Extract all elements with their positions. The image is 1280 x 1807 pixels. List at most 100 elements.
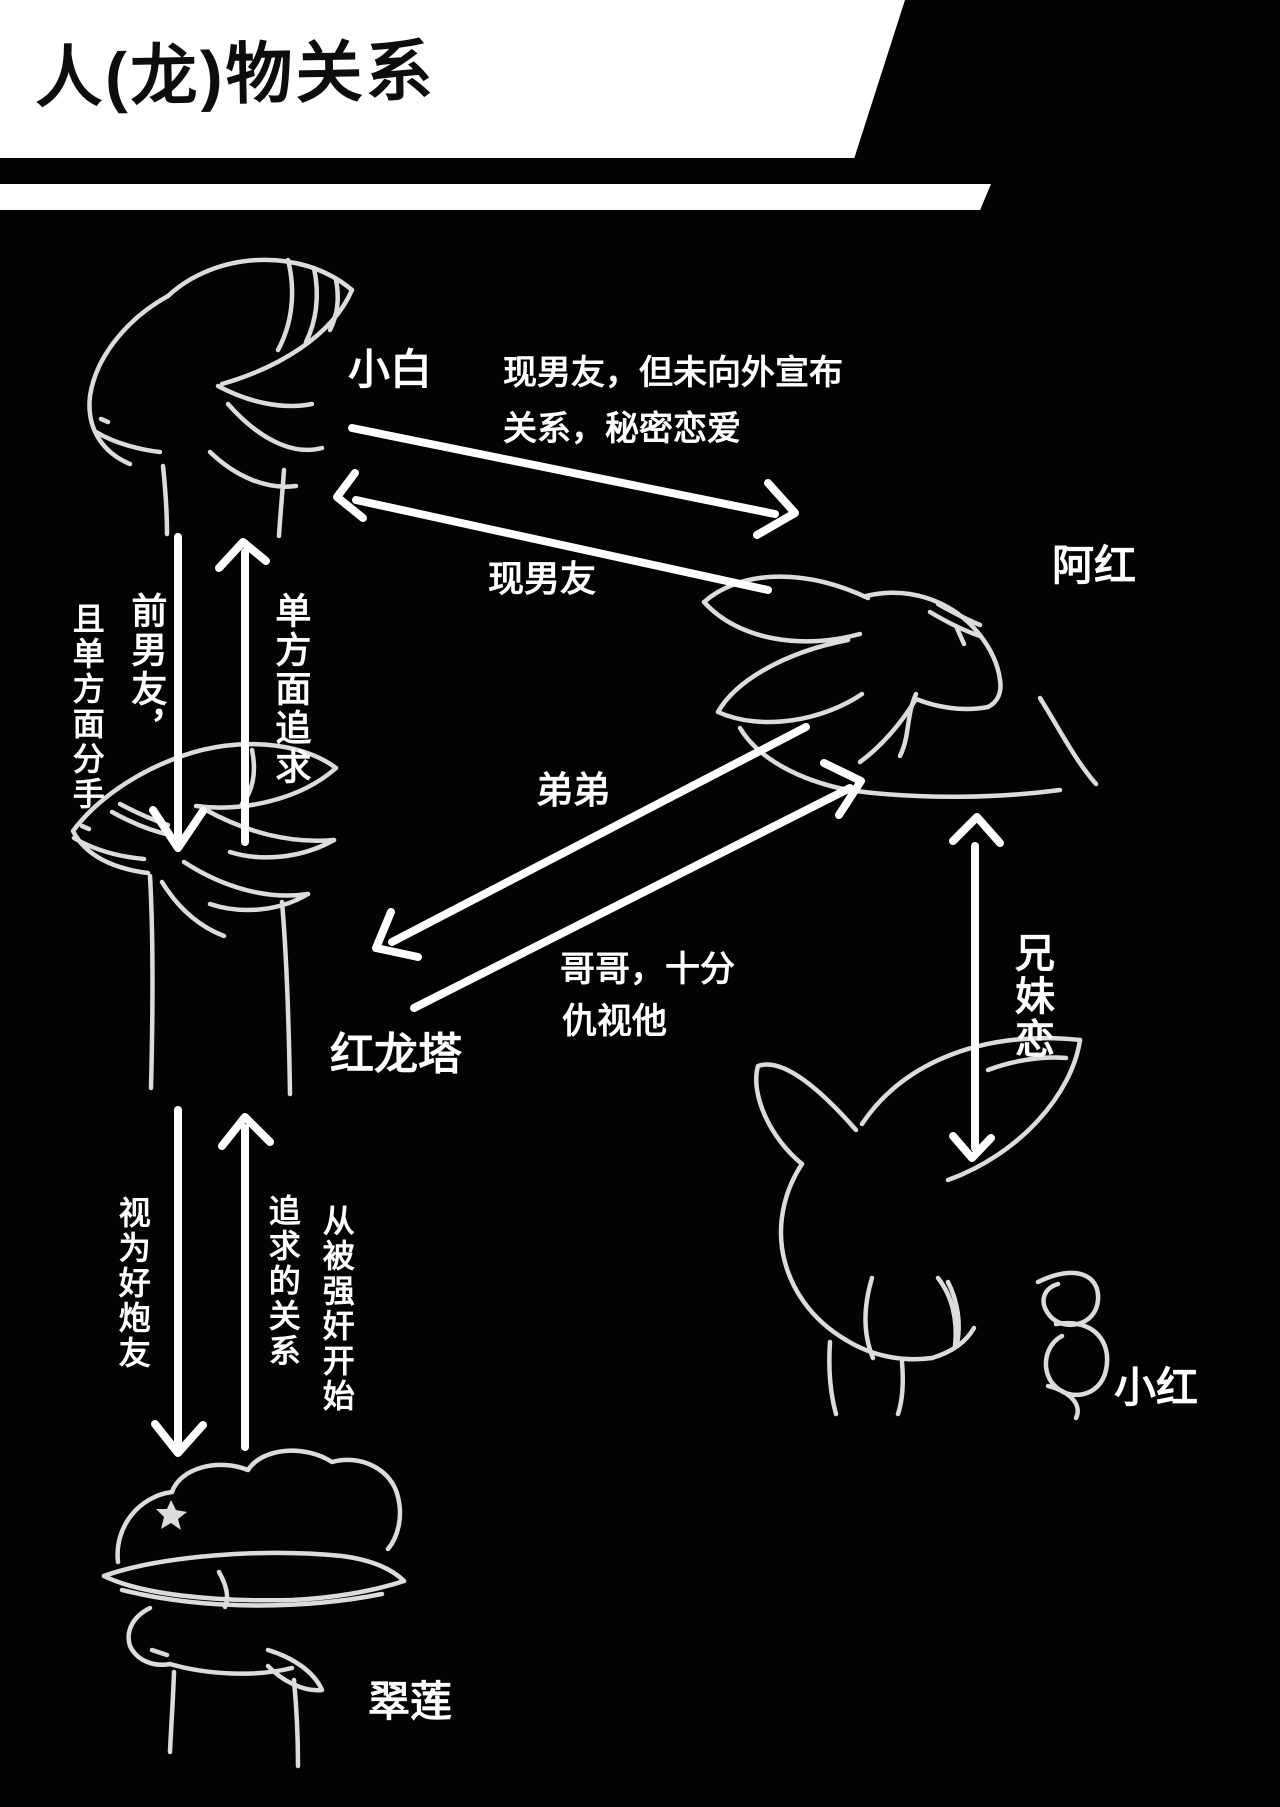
xiaobai-horn-stripe [303, 265, 320, 345]
honglongta-frill [159, 879, 227, 939]
xiaobai-horn-stripe [327, 277, 340, 333]
rel-ex-boyfriend-col1: 前男友， [126, 592, 168, 748]
arrow-honglongta-to-cuilian [151, 1106, 207, 1457]
honglongta-neck [147, 873, 155, 1091]
rel-pursuit-origin-col-left: 追求的关系 [264, 1194, 301, 1369]
cuilian-neck [291, 1677, 301, 1769]
sketch-cuilian [101, 1448, 407, 1769]
arrow-shaft [410, 784, 854, 1012]
cuilian-eye [216, 1569, 230, 1610]
xiaohong-ear-inner [985, 1055, 1069, 1073]
honglongta-neck [279, 899, 293, 1097]
xiaohong-cheek [778, 1161, 849, 1343]
xiaobai-head [87, 293, 171, 467]
honglongta-head [70, 753, 185, 876]
cuilian-jaw [167, 1661, 295, 1676]
arrow-head [333, 469, 367, 522]
cuilian-ear [265, 1647, 325, 1693]
honglongta-crest [193, 765, 339, 810]
sketch-xiaobai [87, 257, 355, 539]
honglongta-crest [179, 741, 339, 771]
arrow-head [949, 813, 1004, 847]
cuilian-neck [167, 1669, 177, 1755]
ahong-eye [935, 601, 983, 628]
honglongta-mouth [71, 835, 147, 862]
arrow-ahong-xiaohong-siblings [949, 813, 1004, 1162]
arrow-head [218, 1113, 274, 1150]
cuilian-hat-top [115, 1448, 403, 1565]
arrow-xiaobai-to-ahong [348, 424, 799, 539]
rel-older-brother-line2: 仇视他 [562, 1002, 668, 1041]
xiaobai-frill [225, 401, 325, 453]
arrow-cuilian-to-honglongta [218, 1113, 274, 1451]
xiaohong-curl [1043, 1320, 1110, 1398]
arrow-xiaobai-to-honglongta [149, 533, 207, 852]
xiaobai-neck [160, 463, 170, 537]
cuilian-hat-brim [101, 1573, 407, 1603]
ahong-neck [737, 725, 851, 793]
sketch-xiaohong [754, 1035, 1110, 1421]
arrow-head [820, 759, 865, 819]
rel-secret-boyfriend-line2: 关系，秘密恋爱 [503, 410, 741, 448]
rel-one-sided-pursuit: 单方面追求 [270, 592, 312, 787]
xiaohong-chin [929, 1325, 977, 1361]
ahong-shoulder [1037, 695, 1099, 787]
arrow-head [215, 538, 270, 572]
cuilian-muzzle [126, 1605, 173, 1667]
arrow-ahong-to-xiaobai [333, 469, 772, 594]
xiaohong-mane [895, 1359, 906, 1417]
xiaobai-nostril [98, 416, 111, 425]
cuilian-mouth [149, 1647, 170, 1658]
arrow-shaft [352, 496, 772, 594]
arrow-ahong-to-honglongta [372, 723, 810, 961]
ahong-ear [701, 574, 871, 605]
arrow-head [149, 806, 207, 852]
honglongta-frill [203, 807, 337, 843]
arrow-head [753, 479, 799, 539]
xiaobai-frill [215, 383, 315, 409]
xiaohong-mane [827, 1339, 839, 1417]
xiaobai-horn [165, 257, 355, 299]
ahong-eye [953, 623, 967, 647]
xiaohong-face-line [863, 1275, 876, 1361]
xiaobai-horn [219, 287, 355, 387]
rel-ex-boyfriend-col2: 且单方面分手 [68, 602, 105, 812]
honglongta-frill [207, 891, 311, 913]
rel-pursuit-origin-col-right: 从被强奸开始 [318, 1204, 355, 1414]
cuilian-hat-brim [101, 1550, 407, 1584]
arrow-shaft [388, 723, 810, 946]
ahong-snout [913, 677, 1003, 712]
honglongta-nostril [79, 823, 92, 832]
rel-fwb: 视为好炮友 [114, 1196, 151, 1371]
banner-underline-strip [0, 184, 991, 210]
xiaohong-eye [935, 1275, 958, 1349]
ahong-neck [845, 787, 1063, 800]
xiaobai-neck [276, 467, 287, 539]
label-cuilian: 翠莲 [368, 1678, 453, 1725]
rel-secret-boyfriend-line1: 现男友，但未向外宣布 [503, 354, 843, 392]
ahong-ear [715, 637, 865, 725]
rel-younger-brother: 弟弟 [536, 770, 610, 811]
rel-current-boyfriend: 现男友 [488, 558, 597, 599]
xiaobai-horn-stripe [275, 257, 295, 353]
xiaobai-frill [207, 449, 299, 489]
label-honglongta: 红龙塔 [330, 1030, 462, 1079]
ahong-chest-spike [897, 691, 919, 759]
honglongta-frill [181, 859, 311, 898]
xiaohong-curl [1045, 1383, 1080, 1421]
honglongta-frill [227, 837, 337, 860]
sketch-honglongta [70, 741, 339, 1097]
xiaobai-mouth [93, 429, 163, 455]
xiaohong-muzzle [843, 1337, 935, 1362]
xiaohong-ear [945, 1037, 1083, 1183]
arrow-honglongta-to-ahong [410, 759, 865, 1012]
arrow-shaft [348, 424, 779, 518]
arrow-head [372, 908, 422, 961]
arrow-head [151, 1420, 207, 1457]
arrow-head [949, 1132, 995, 1162]
arrow-honglongta-to-xiaobai [215, 538, 270, 846]
xiaohong-curl [1035, 1270, 1101, 1327]
cuilian-hat-brim [119, 1587, 385, 1608]
rel-sibling-love: 兄妹恋 [1009, 932, 1053, 1061]
